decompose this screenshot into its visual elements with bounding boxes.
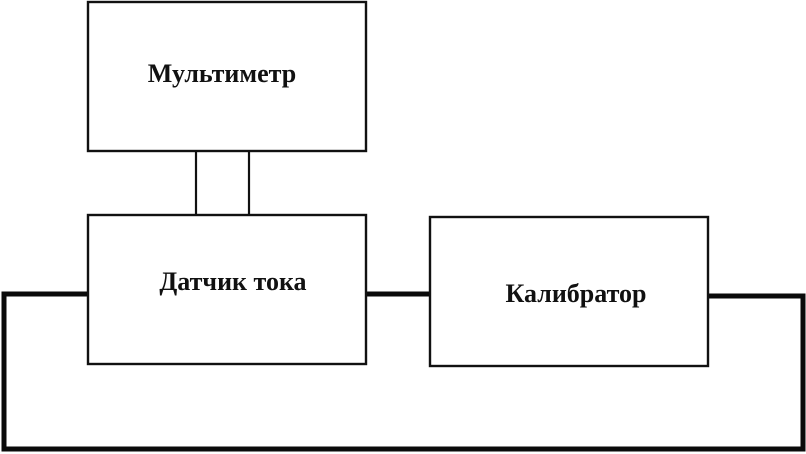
calibrator-box — [428, 215, 710, 368]
current-sensor-label: Датчик тока — [159, 267, 306, 296]
current-sensor-box — [86, 213, 368, 366]
multimeter-box — [86, 0, 368, 153]
multimeter-block: Мультиметр — [86, 0, 368, 153]
current-sensor-block: Датчик тока — [86, 213, 368, 366]
calibrator-block: Калибратор — [428, 215, 710, 368]
multimeter-label: Мультиметр — [148, 59, 296, 88]
calibrator-label: Калибратор — [506, 279, 647, 308]
loop-wire-left — [1, 291, 806, 452]
